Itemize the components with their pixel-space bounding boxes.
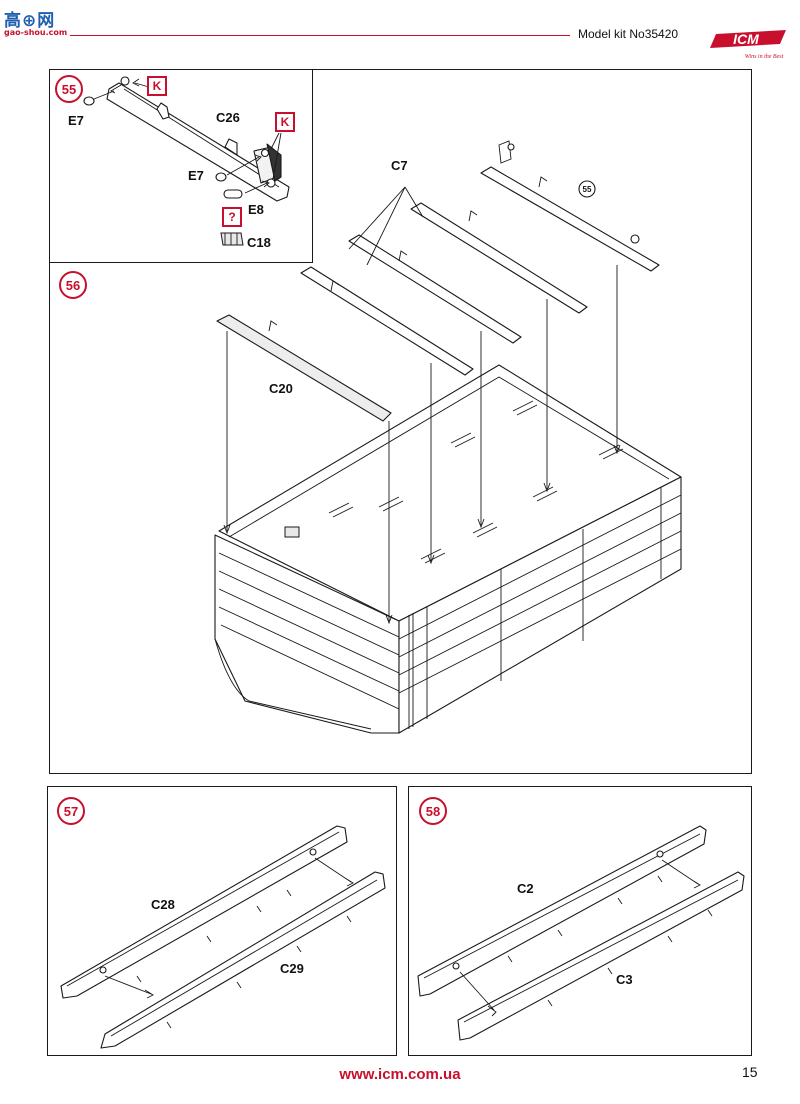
model-kit-number: Model kit No35420 (578, 27, 679, 41)
site-logo: 高⊕网 gao-shou.com (4, 6, 74, 40)
marker-question: ? (222, 207, 242, 227)
part-label-c26: C26 (216, 110, 240, 125)
page-number: 15 (742, 1064, 758, 1080)
step-58-badge: 58 (419, 797, 447, 825)
brand-tagline: Wins in the Best (745, 54, 784, 60)
header-rule (70, 35, 570, 36)
part-label-c18: C18 (247, 235, 271, 250)
marker-k-1: K (147, 76, 167, 96)
part-label-c29: C29 (280, 961, 304, 976)
site-logo-text: 高⊕网 (4, 11, 56, 31)
brand-text: ICM (733, 31, 759, 47)
site-logo-url: gao-shou.com (4, 28, 68, 37)
icm-logo: ICM Wins in the Best (706, 24, 792, 64)
part-label-c3: C3 (616, 972, 633, 987)
part-label-c20: C20 (269, 381, 293, 396)
part-label-c2: C2 (517, 881, 534, 896)
footer-url[interactable]: www.icm.com.ua (339, 1066, 461, 1083)
step-56-ref-55: 55 (583, 185, 592, 194)
step-57-badge: 57 (57, 797, 85, 825)
part-label-e8: E8 (248, 202, 264, 217)
part-label-e7-lower: E7 (188, 168, 204, 183)
part-label-e7-top: E7 (68, 113, 84, 128)
part-label-c28: C28 (151, 897, 175, 912)
step-58-drawing (417, 825, 745, 1041)
part-label-c7: C7 (391, 158, 408, 173)
step-55-drawing (83, 76, 290, 246)
step-57-drawing (60, 825, 386, 1049)
step-56-drawing: 55 (214, 140, 682, 734)
step-55-badge: 55 (55, 75, 83, 103)
marker-k-2: K (275, 112, 295, 132)
step-56-badge: 56 (59, 271, 87, 299)
